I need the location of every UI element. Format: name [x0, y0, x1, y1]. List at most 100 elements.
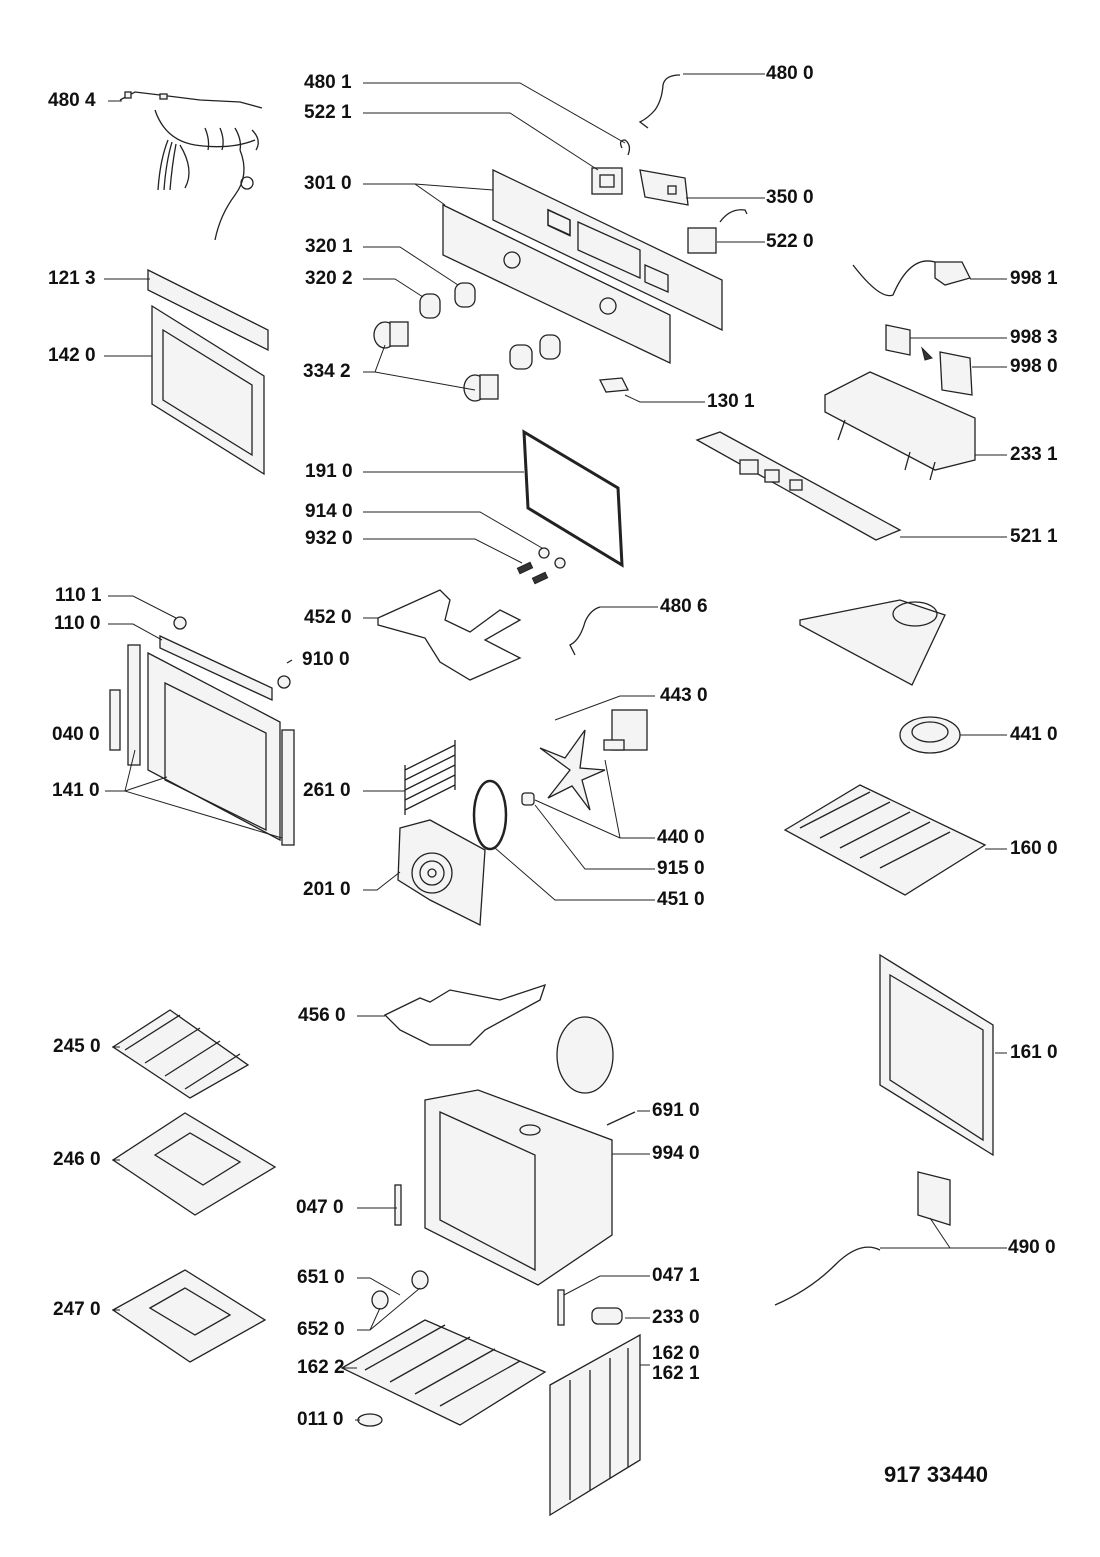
board-support-drawing	[824, 371, 976, 481]
lamp-holder-drawing	[606, 1111, 636, 1126]
cable-connector-drawing	[852, 260, 971, 297]
part-label-5221: 522 1	[304, 102, 352, 123]
part-label-2460: 246 0	[53, 1149, 101, 1170]
part-label-3500: 350 0	[766, 187, 814, 208]
part-label-9980: 998 0	[1010, 356, 1058, 377]
fan-motor-drawing	[603, 709, 648, 751]
part-label-0471: 047 1	[652, 1265, 700, 1286]
part-label-1622: 162 2	[297, 1357, 345, 1378]
label-and-pack-drawing	[885, 324, 973, 396]
part-label-4400: 440 0	[657, 827, 705, 848]
part-label-0110: 011 0	[297, 1409, 344, 1430]
part-label-1410: 141 0	[52, 780, 100, 801]
oven-cavity-drawing	[424, 1089, 613, 1286]
part-label-1100: 110 0	[54, 613, 101, 634]
part-label-9983: 998 3	[1010, 327, 1058, 348]
part-label-4806: 480 6	[660, 596, 708, 617]
baking-tray-drawing	[111, 1112, 277, 1216]
part-label-2610: 261 0	[303, 780, 351, 801]
door-top-profile-drawing	[147, 268, 269, 352]
switch-5220-drawing	[687, 209, 748, 254]
part-label-1620: 162 0	[652, 1343, 700, 1364]
nuts-springs-drawing	[516, 547, 566, 585]
door-handle-drawing	[159, 616, 293, 702]
part-label-4510: 451 0	[657, 889, 705, 910]
part-label-1420: 142 0	[48, 345, 96, 366]
part-label-1610: 161 0	[1010, 1042, 1058, 1063]
part-label-6510: 651 0	[297, 1267, 345, 1288]
bracket-drawing	[598, 377, 630, 393]
wire-shelf-drawing	[111, 1009, 250, 1099]
control-panel-drawing	[442, 168, 723, 365]
part-label-1301: 130 1	[707, 391, 755, 412]
fan-plate-drawing	[556, 1016, 614, 1094]
part-label-3010: 301 0	[304, 173, 352, 194]
part-label-4804: 480 4	[48, 90, 96, 111]
grill-element-drawing	[377, 589, 522, 681]
part-label-0470: 047 0	[296, 1197, 344, 1218]
part-label-4800: 480 0	[766, 63, 814, 84]
fan-cover-drawing	[397, 819, 486, 927]
part-label-4410: 441 0	[1010, 724, 1058, 745]
part-label-3342: 334 2	[303, 361, 351, 382]
wire-4806-drawing	[569, 606, 601, 656]
outer-door-drawing	[109, 644, 295, 846]
part-label-6520: 652 0	[297, 1319, 345, 1340]
bottom-panel-drawing	[340, 1319, 547, 1426]
sensor-drawing	[557, 1289, 565, 1326]
part-label-4801: 480 1	[304, 72, 352, 93]
thermostat-probe-drawing	[394, 1184, 402, 1226]
gasket-drawing	[522, 429, 624, 568]
part-label-2331: 233 1	[1010, 444, 1058, 465]
inner-glass-drawing	[151, 304, 265, 476]
leader-lines	[104, 73, 1007, 1421]
top-element-drawing	[383, 983, 547, 1046]
part-label-4430: 443 0	[660, 685, 708, 706]
document-number: 917 33440	[884, 1462, 988, 1487]
fan-blade-drawing	[539, 729, 606, 811]
back-panel-drawing	[879, 953, 994, 1157]
part-label-4520: 452 0	[304, 607, 352, 628]
fan-nut-drawing	[521, 792, 535, 806]
drip-tray-drawing	[111, 1269, 267, 1363]
part-label-9140: 914 0	[305, 501, 353, 522]
part-label-9320: 932 0	[305, 528, 353, 549]
switch-5221-drawing	[591, 167, 623, 195]
part-label-2010: 201 0	[303, 879, 351, 900]
part-label-3202: 320 2	[305, 268, 353, 289]
clip-drawing	[591, 1307, 623, 1325]
side-rack-drawing	[404, 740, 456, 815]
circular-element-drawing	[472, 779, 508, 851]
wire-4800-drawing	[638, 74, 681, 129]
part-label-2470: 247 0	[53, 1299, 101, 1320]
part-label-6910: 691 0	[652, 1100, 700, 1121]
part-label-9981: 998 1	[1010, 268, 1058, 289]
part-label-2330: 233 0	[652, 1307, 700, 1328]
wire-4801-drawing	[619, 139, 631, 156]
top-panel-drawing	[783, 784, 987, 896]
cooling-fan-drawing	[899, 716, 961, 754]
part-label-9150: 915 0	[657, 858, 705, 879]
module-3500-drawing	[639, 169, 689, 206]
part-label-3201: 320 1	[305, 236, 353, 257]
part-label-9940: 994 0	[652, 1143, 700, 1164]
part-label-0400: 040 0	[52, 724, 100, 745]
part-label-1910: 191 0	[305, 461, 353, 482]
part-label-4560: 456 0	[298, 1005, 346, 1026]
knobs-drawing	[373, 282, 561, 402]
wiring-harness-drawing	[119, 91, 263, 241]
part-label-1621: 162 1	[652, 1363, 700, 1384]
terminal-cable-drawing	[774, 1171, 951, 1306]
side-panel-drawing	[549, 1333, 641, 1517]
part-label-1600: 160 0	[1010, 838, 1058, 859]
part-label-9100: 910 0	[302, 649, 350, 670]
part-label-4900: 490 0	[1008, 1237, 1056, 1258]
foot-drawing	[357, 1413, 383, 1427]
part-label-1213: 121 3	[48, 268, 96, 289]
lamp-drawing	[371, 1270, 429, 1310]
part-label-2450: 245 0	[53, 1036, 101, 1057]
air-duct-drawing	[799, 599, 946, 686]
part-label-5211: 521 1	[1010, 526, 1058, 547]
